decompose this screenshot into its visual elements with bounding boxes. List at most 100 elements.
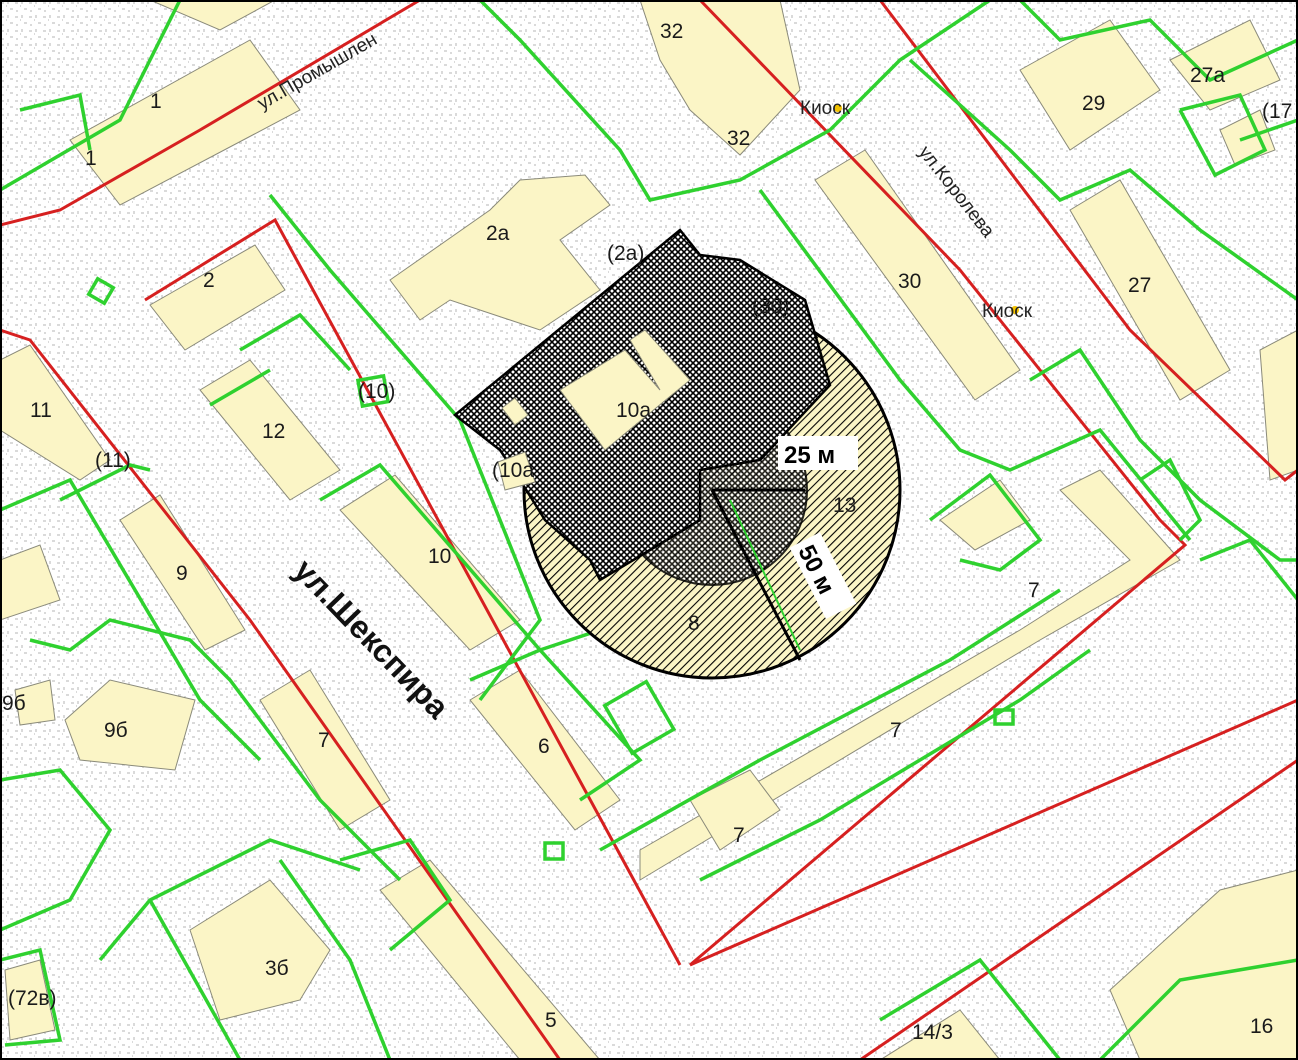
parcel-border [98, 838, 361, 962]
label-building: (17 [1262, 100, 1292, 123]
building-right-edge [1259, 329, 1298, 481]
building-2 [149, 244, 286, 351]
building-27 [1069, 179, 1231, 401]
parcel-border [209, 368, 271, 407]
parcel-border [0, 477, 262, 762]
label-building: 9б [104, 719, 128, 742]
parcel-border [928, 472, 1043, 572]
parcel-border [469, 647, 643, 802]
parcel-border [29, 618, 402, 882]
label-building: 1 [150, 90, 162, 113]
parcel-border [148, 899, 242, 1060]
building-1 [69, 39, 301, 206]
building-14-3 [879, 1009, 1001, 1060]
red-line-lower-right [689, 698, 1298, 967]
building-12 [199, 359, 341, 501]
parcel-border [1029, 347, 1298, 562]
building-11 [0, 344, 111, 481]
parcel-border [0, 768, 113, 932]
label-building: (10) [358, 380, 395, 403]
building-10a-main [559, 329, 691, 451]
parcel-border [0, 947, 63, 1047]
label-building: 29 [1082, 92, 1105, 115]
parcel-border [59, 463, 151, 502]
label-building: 7 [733, 824, 745, 847]
kiosk-label: Киоск [982, 301, 1033, 322]
parcel-small [602, 679, 677, 756]
parcel-border [599, 588, 1061, 852]
label-building: 13 [833, 494, 856, 517]
parcel-border [339, 837, 453, 952]
parcel-small [355, 373, 391, 409]
building-96-small [14, 679, 56, 726]
red-line-koroleva-east [878, 0, 1298, 482]
label-building: (11) [95, 449, 131, 472]
building-10 [339, 474, 521, 651]
building-1-top [149, 0, 276, 31]
parcel-border [699, 648, 1092, 882]
label-building: 2а [486, 222, 510, 245]
label-building: (30) [752, 295, 789, 318]
parcel-small [993, 708, 1015, 726]
parcel-border [1018, 0, 1298, 83]
building-3b [189, 879, 331, 1021]
red-line-bottom-right [859, 758, 1298, 1060]
label-building: 11 [30, 399, 52, 422]
building-27a [1169, 19, 1281, 111]
building-7-lower [689, 769, 781, 851]
label-building: (10а [492, 459, 534, 482]
parcel-border [1199, 537, 1298, 602]
radius-line-50m [710, 489, 802, 661]
building-7-right-block [639, 469, 1181, 881]
kiosk-marker [834, 104, 842, 112]
label-building: 7 [1028, 579, 1040, 602]
label-building: (72в) [8, 987, 57, 1010]
building-32 [639, 0, 801, 156]
label-building: 32 [660, 20, 683, 43]
buffer-zone: 25 м 50 м [452, 228, 902, 680]
label-building: 9б [2, 692, 26, 715]
building-30 [814, 149, 1021, 401]
label-building: 7 [890, 719, 902, 742]
parcel-border [908, 58, 1298, 302]
building-10a-lower [497, 451, 536, 491]
label-building: 5 [545, 1009, 557, 1032]
kiosk-label: Киоск [800, 98, 851, 119]
radius-highlight [729, 499, 801, 651]
red-line-shekspira-north [144, 217, 682, 966]
parcel-border [1178, 92, 1268, 178]
building-1-left [0, 544, 61, 621]
label-building: 7 [318, 729, 330, 752]
parcel-border [319, 462, 601, 653]
label-building: 10 [428, 545, 451, 568]
building-6 [469, 669, 621, 831]
parcel-small [543, 841, 565, 861]
label-building: 6 [538, 735, 550, 758]
label-building: 2 [203, 269, 215, 292]
kiosks-layer: Киоск Киоск [800, 98, 1033, 322]
building-labels: 1 1 2 2а (2а) 32 32 29 27а (17 30 (30) 2… [2, 20, 1292, 1044]
parcel-border [478, 0, 991, 202]
label-building: 1 [85, 147, 97, 170]
label-building: 32 [727, 127, 750, 150]
parcel-border [239, 312, 352, 372]
building-2a [389, 174, 611, 331]
parcel-small [86, 276, 116, 306]
parcel-border [1098, 958, 1298, 1060]
parcel-border [1239, 118, 1298, 142]
building-9b [64, 679, 196, 771]
label-building: 27 [1128, 274, 1151, 297]
label-building: 8 [688, 612, 700, 635]
parcel-border [879, 957, 1062, 1060]
parcel-border [19, 92, 92, 151]
parcel-border [1139, 457, 1203, 542]
label-building: 10а [616, 399, 651, 422]
label-building: 30 [898, 270, 921, 293]
label-bg-25m [778, 436, 858, 470]
parcel-border [758, 188, 1192, 542]
